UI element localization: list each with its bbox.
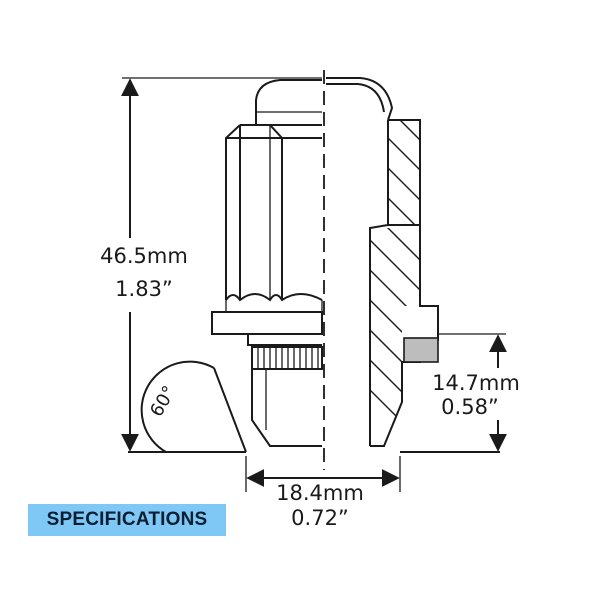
seat-width-dimension: 18.4mm 0.72” xyxy=(245,456,401,530)
thread-length-imperial-label: 0.58” xyxy=(441,395,499,419)
height-metric-label: 46.5mm xyxy=(100,244,188,268)
seat-angle-label: 60° xyxy=(146,382,180,420)
height-imperial-label: 1.83” xyxy=(115,277,173,301)
thread-length-metric-label: 14.7mm xyxy=(432,371,520,395)
nut-body xyxy=(211,79,323,447)
seat-angle: 60° xyxy=(140,360,247,453)
thread-length-dimension: 14.7mm 0.58” xyxy=(426,333,530,452)
height-dimension: 46.5mm 1.83” xyxy=(88,77,322,452)
seat-width-metric-label: 18.4mm xyxy=(276,481,364,505)
lower-hatching xyxy=(370,228,420,446)
upper-hatching xyxy=(388,120,420,225)
specifications-badge: SPECIFICATIONS xyxy=(28,504,226,536)
seat-width-imperial-label: 0.72” xyxy=(291,506,349,530)
knurl-lines xyxy=(257,347,319,369)
nut-cross-section xyxy=(326,77,439,447)
